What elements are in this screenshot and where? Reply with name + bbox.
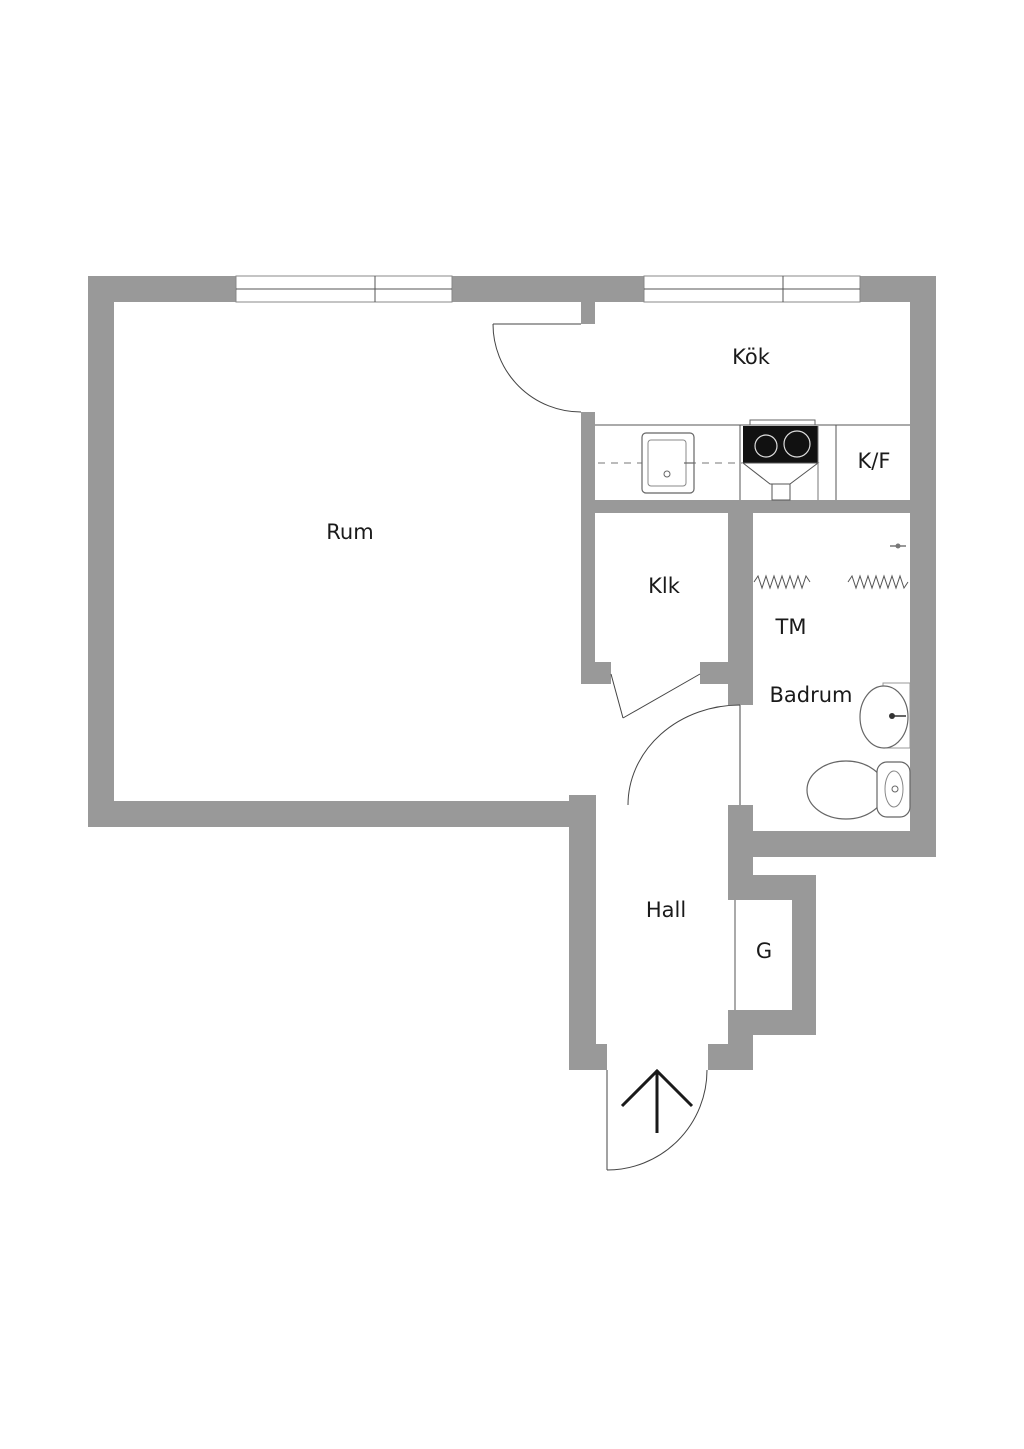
wall-hall-right-stub <box>708 1044 753 1070</box>
sink-icon <box>641 432 695 494</box>
wall-left <box>88 276 114 827</box>
doors <box>492 323 741 1171</box>
wall-partition-upper <box>581 302 595 324</box>
wall-rum-bottom <box>88 801 594 827</box>
toilet-icon <box>806 760 911 820</box>
walls <box>88 276 936 1070</box>
wall-partition-mid <box>581 412 595 684</box>
wall-right <box>910 276 936 857</box>
window-icon <box>643 275 861 303</box>
wall-g-bottom <box>728 1010 816 1035</box>
room-label-g: G <box>756 939 772 963</box>
room-label-klk: Klk <box>648 574 681 598</box>
stove-icon <box>741 419 820 501</box>
radiator-icon <box>753 574 811 590</box>
room-label-rum: Rum <box>326 520 373 544</box>
shower-icon <box>890 543 906 549</box>
windows <box>235 275 861 303</box>
wall-bath-left-lower <box>728 805 753 857</box>
wall-closet-stub-right <box>700 662 728 684</box>
room-label-badrum: Badrum <box>769 683 852 707</box>
room-label-tm: TM <box>775 615 807 639</box>
door-swing-icon <box>610 673 701 719</box>
radiator-icon <box>847 574 909 590</box>
entrance-arrow-icon <box>620 1068 694 1133</box>
room-labels: Rum Kök K/F Klk TM Badrum Hall G <box>326 345 890 963</box>
door-swing-icon <box>492 323 582 413</box>
room-label-kf: K/F <box>858 449 891 473</box>
door-swing-icon <box>606 1069 708 1171</box>
window-icon <box>235 275 453 303</box>
wall-g-right <box>792 875 816 1035</box>
wall-closet-stub-left <box>581 662 611 684</box>
wall-hall-left <box>569 795 596 1070</box>
wall-closet-bath <box>728 513 753 705</box>
wall-kitchen-bottom <box>581 500 910 513</box>
kitchen-fixtures <box>595 419 910 501</box>
washbasin-icon <box>859 682 911 749</box>
door-swing-icon <box>627 704 741 806</box>
room-label-hall: Hall <box>646 898 686 922</box>
room-label-kok: Kök <box>732 345 771 369</box>
wall-bath-bottom <box>728 831 936 857</box>
wall-hall-left-stub <box>569 1044 607 1070</box>
bathroom-fixtures <box>753 543 911 820</box>
